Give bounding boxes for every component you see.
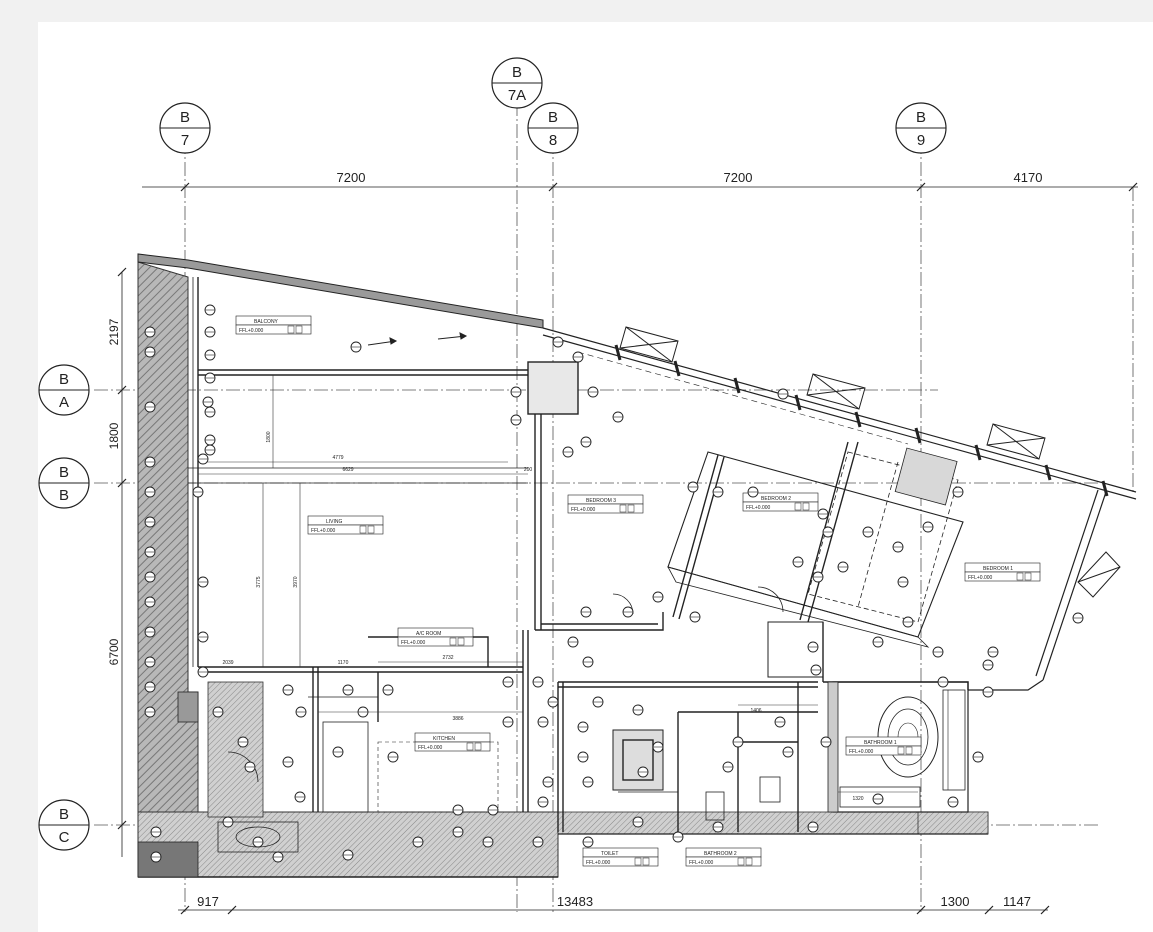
svg-text:3970: 3970: [293, 576, 299, 587]
grid-bubble-b7: B 7: [159, 102, 211, 154]
svg-text:B: B: [59, 806, 69, 823]
interior-dimension-lines: [198, 375, 918, 793]
dimension-left: 2197 1800 6700: [107, 267, 127, 857]
svg-text:KITCHEN: KITCHEN: [433, 736, 455, 742]
svg-text:B: B: [59, 487, 69, 504]
balcony-arrows: [367, 332, 468, 346]
svg-text:1320: 1320: [852, 796, 863, 802]
svg-text:FFL+0.000: FFL+0.000: [968, 575, 993, 581]
svg-text:4779: 4779: [332, 455, 343, 461]
svg-text:A: A: [59, 394, 69, 411]
dim-left-3: 6700: [107, 638, 121, 665]
svg-text:9: 9: [917, 132, 925, 149]
svg-text:1406: 1406: [750, 708, 761, 714]
room-tag-toilet: TOILET FFL+0.000: [582, 847, 659, 867]
curtain-wall: [137, 253, 1137, 598]
svg-text:A/C ROOM: A/C ROOM: [416, 631, 441, 637]
drawing-sheet: 7200 7200 4170 2197 1800 6700 917 13483 …: [38, 22, 1153, 932]
svg-text:C: C: [59, 829, 70, 846]
svg-text:B: B: [180, 109, 190, 126]
dim-bottom-4: 1147: [1003, 894, 1031, 909]
room-tag-balcony: BALCONY FFL+0.000: [235, 315, 312, 335]
dim-top-3: 4170: [1014, 170, 1043, 185]
svg-text:2732: 2732: [442, 655, 453, 661]
svg-text:7: 7: [181, 132, 189, 149]
svg-text:BALCONY: BALCONY: [254, 319, 279, 325]
svg-text:BATHROOM 1: BATHROOM 1: [864, 740, 897, 746]
grid-bubble-ba: B A: [38, 364, 90, 416]
svg-text:7A: 7A: [508, 87, 526, 104]
svg-text:FFL+0.000: FFL+0.000: [418, 745, 443, 751]
svg-text:B: B: [59, 371, 69, 388]
grid-bubble-bb: B B: [38, 457, 90, 509]
grid-bubble-bc: B C: [38, 799, 90, 851]
svg-text:B: B: [548, 109, 558, 126]
svg-text:BEDROOM 2: BEDROOM 2: [761, 496, 791, 502]
svg-text:3775: 3775: [256, 576, 262, 587]
svg-text:FFL+0.000: FFL+0.000: [401, 640, 426, 646]
svg-text:2039: 2039: [222, 660, 233, 666]
svg-text:FFL+0.000: FFL+0.000: [311, 528, 336, 534]
reference-markers: [144, 304, 1084, 863]
svg-text:200: 200: [524, 467, 533, 473]
room-tag-bedroom2: BEDROOM 2 FFL+0.000: [742, 492, 819, 512]
room-tag-bathroom2: BATHROOM 2 FFL+0.000: [685, 847, 762, 867]
svg-text:1170: 1170: [338, 660, 349, 666]
svg-text:BEDROOM 1: BEDROOM 1: [983, 566, 1013, 572]
svg-text:3886: 3886: [452, 716, 463, 722]
svg-text:6629: 6629: [342, 467, 353, 473]
grid-bubble-b9: B 9: [895, 102, 947, 154]
svg-text:FFL+0.000: FFL+0.000: [586, 860, 611, 866]
svg-text:B: B: [916, 109, 926, 126]
svg-text:FFL+0.000: FFL+0.000: [571, 507, 596, 513]
svg-text:FFL+0.000: FFL+0.000: [849, 749, 874, 755]
dim-bottom-3: 1300: [941, 894, 970, 909]
dim-top-2: 7200: [724, 170, 753, 185]
room-tag-bedroom3: BEDROOM 3 FFL+0.000: [567, 494, 644, 514]
room-tag-acroom: A/C ROOM FFL+0.000: [397, 627, 474, 647]
dim-left-1: 2197: [107, 318, 121, 345]
grid-bubble-b7a: B 7A: [491, 57, 543, 109]
svg-text:8: 8: [549, 132, 557, 149]
svg-text:B: B: [512, 64, 522, 81]
svg-text:B: B: [59, 464, 69, 481]
interior-walls: [137, 277, 988, 878]
dimension-top: 7200 7200 4170: [142, 170, 1138, 192]
dim-top-1: 7200: [337, 170, 366, 185]
svg-text:TOILET: TOILET: [601, 851, 618, 857]
dim-bottom-2: 13483: [557, 894, 593, 909]
floor-plan: 7200 7200 4170 2197 1800 6700 917 13483 …: [38, 57, 1138, 915]
room-tag-living: LIVING FFL+0.000: [307, 515, 384, 535]
svg-text:BEDROOM 3: BEDROOM 3: [586, 498, 616, 504]
svg-text:FFL+0.000: FFL+0.000: [239, 328, 264, 334]
room-tag-bedroom1: BEDROOM 1 FFL+0.000: [964, 562, 1041, 582]
interior-dimension-texts: 4779 6629 200 3775 3970 1800 2732 1170 2…: [222, 431, 863, 802]
svg-text:LIVING: LIVING: [326, 519, 343, 525]
svg-text:1800: 1800: [266, 431, 272, 442]
grid-bubble-b8: B 8: [527, 102, 579, 154]
dimension-bottom: 917 13483 1300 1147: [178, 894, 1050, 915]
room-tag-bathroom1: BATHROOM 1 FFL+0.000: [845, 736, 922, 756]
room-tag-kitchen: KITCHEN FFL+0.000: [414, 732, 491, 752]
dim-left-2: 1800: [107, 422, 121, 449]
svg-text:FFL+0.000: FFL+0.000: [746, 505, 771, 511]
dim-bottom-1: 917: [197, 894, 219, 909]
svg-text:FFL+0.000: FFL+0.000: [689, 860, 714, 866]
svg-text:BATHROOM 2: BATHROOM 2: [704, 851, 737, 857]
